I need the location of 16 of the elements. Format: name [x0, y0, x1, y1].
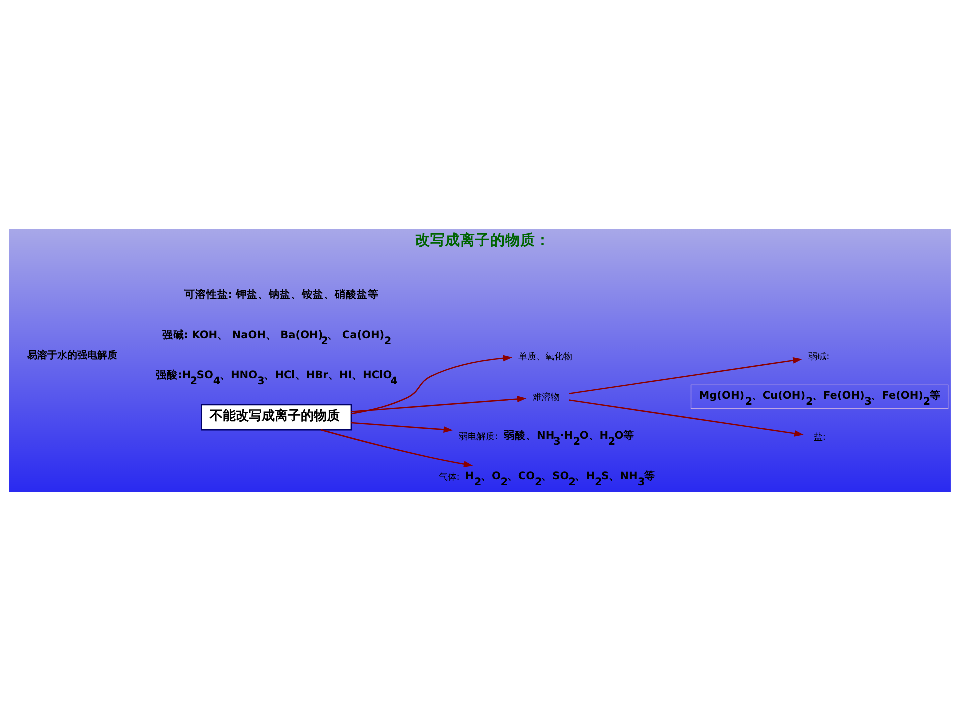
diagram-title: 改写成离子的物质： [415, 232, 550, 249]
node-text: 弱电解质: [459, 431, 498, 442]
label: 易溶于水的强电解质 [27, 350, 118, 362]
arrow [569, 356, 802, 394]
arrow [320, 428, 474, 468]
arrow [569, 399, 804, 436]
node-text: 难溶物 [533, 391, 560, 402]
node-box: 不能改写成离子的物质 [201, 404, 352, 430]
node-text: 弱碱: [808, 351, 830, 362]
node-text: 盐: [814, 432, 826, 443]
arrow [351, 422, 454, 432]
node-text: 气体: [438, 471, 460, 482]
node-text: 单质、氧化物 [518, 351, 573, 362]
arrow [351, 354, 513, 414]
label: 可溶性盐: 钾盐、钠盐、铵盐、硝酸盐等 [184, 288, 380, 301]
arrow [351, 396, 527, 412]
